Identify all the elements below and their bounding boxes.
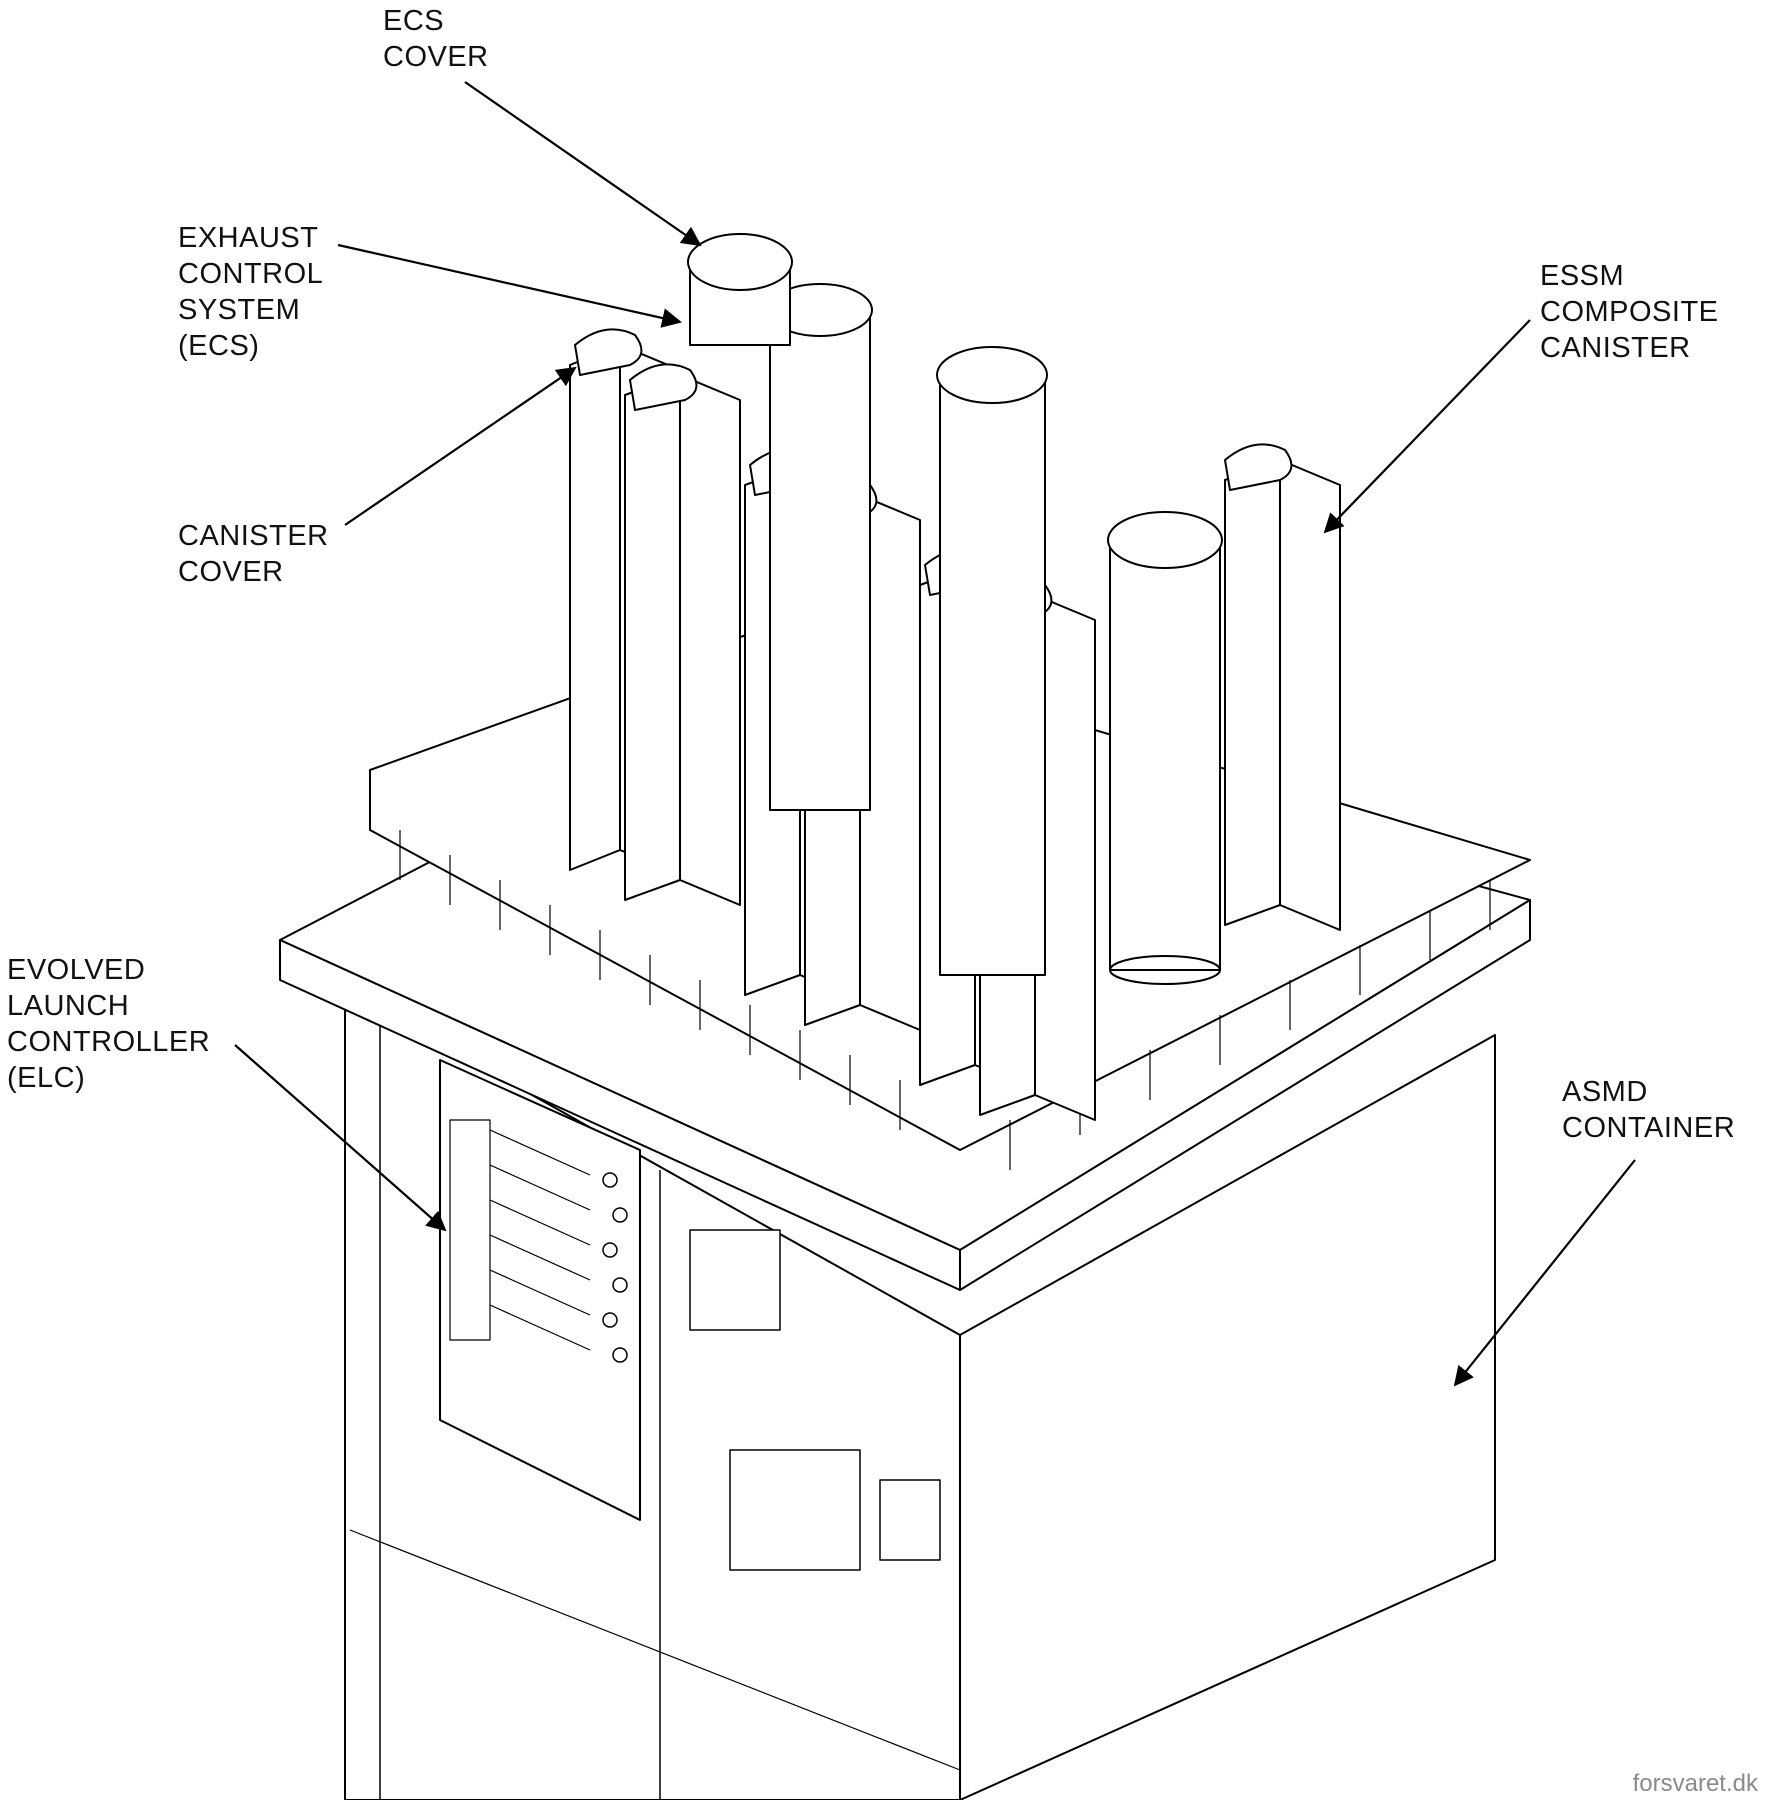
label-line: ECS xyxy=(383,5,445,37)
label-line: (ELC) xyxy=(7,1062,86,1094)
label-essm-composite-canister: ESSM COMPOSITE CANISTER xyxy=(1540,258,1719,366)
label-line: CONTROL xyxy=(178,258,324,290)
elc-cabinet xyxy=(439,1059,641,1521)
label-line: EXHAUST xyxy=(178,222,319,254)
interior-equipment xyxy=(689,1229,941,1571)
label-line: CANISTER xyxy=(1540,332,1691,364)
label-line: EVOLVED xyxy=(7,954,146,986)
label-line: (ECS) xyxy=(178,330,260,362)
label-line: CONTROLLER xyxy=(7,1026,211,1058)
label-asmd-container: ASMD CONTAINER xyxy=(1562,1074,1735,1146)
label-ecs-cover: ECS COVER xyxy=(383,3,489,75)
ecs-tube xyxy=(1107,511,1223,985)
label-line: ESSM xyxy=(1540,260,1625,292)
label-line: CONTAINER xyxy=(1562,1112,1736,1144)
label-line: COVER xyxy=(178,556,284,588)
label-line: SYSTEM xyxy=(178,294,301,326)
label-line: CANISTER xyxy=(178,520,329,552)
label-exhaust-control-system: EXHAUST CONTROL SYSTEM (ECS) xyxy=(178,220,323,364)
label-canister-cover: CANISTER COVER xyxy=(178,518,329,590)
leader-lines xyxy=(234,81,1636,1387)
ecs-tube xyxy=(936,346,1048,976)
canister xyxy=(624,363,741,906)
canister xyxy=(1224,443,1341,931)
watermark: forsvaret.dk xyxy=(1632,1770,1758,1797)
label-line: LAUNCH xyxy=(7,990,130,1022)
label-evolved-launch-controller: EVOLVED LAUNCH CONTROLLER (ELC) xyxy=(7,952,210,1096)
canisters xyxy=(569,233,1341,1121)
label-line: ASMD xyxy=(1562,1076,1648,1108)
ecs-tube xyxy=(687,233,793,346)
ecs-tube xyxy=(767,283,873,811)
label-line: COMPOSITE xyxy=(1540,296,1719,328)
label-line: COVER xyxy=(383,41,489,73)
